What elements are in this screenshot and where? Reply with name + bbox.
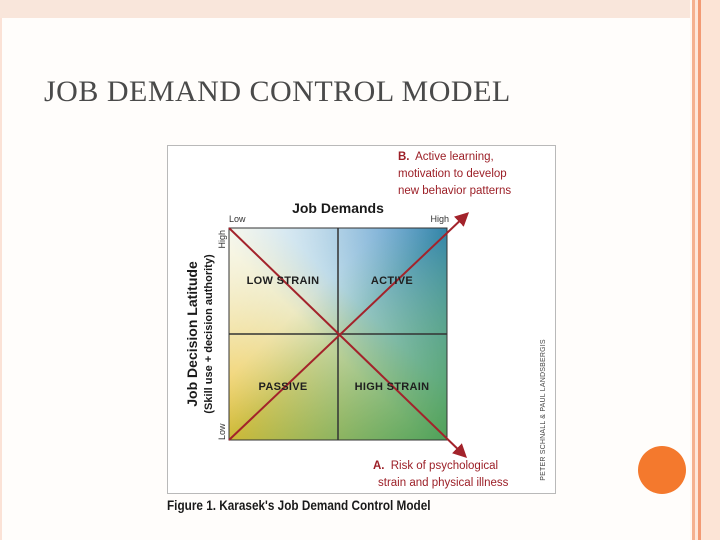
y-axis-title: Job Decision Latitude [184,261,200,407]
annotation-b: B. Active learning, motivation to develo… [398,151,511,197]
top-decorative-band [0,0,690,18]
annotation-b-line2: motivation to develop [398,168,507,180]
x-axis-low-label: Low [229,214,246,224]
orange-accent-circle [638,446,686,494]
quadrant-label-low-strain: LOW STRAIN [247,275,320,287]
y-axis-high-label: High [217,230,227,249]
annotation-a-line1: Risk of psychological [391,460,498,472]
figure-credit: PETER SCHNALL & PAUL LANDSBERGIS [540,339,547,481]
x-axis-title: Job Demands [292,200,384,216]
quadrant-label-active: ACTIVE [371,275,413,287]
quadrant-label-high-strain: HIGH STRAIN [355,381,430,393]
quadrant-label-passive: PASSIVE [259,381,308,393]
annotation-b-line1: Active learning, [415,151,494,163]
y-axis-subtitle: (Skill use + decision authority) [203,254,215,414]
x-axis-high-label: High [430,214,449,224]
right-decorative-stripes [690,0,720,540]
annotation-a: A. Risk of psychological strain and phys… [373,460,509,489]
figure-caption: Figure 1. Karasek's Job Demand Control M… [167,497,431,513]
diagonal-arrow-b [228,212,470,441]
diagonal-arrow-a [228,227,468,458]
y-axis-low-label: Low [217,423,227,440]
svg-text:A. Risk of psychological: A. Risk of psychological [373,460,498,472]
svg-text:B. Active learning,: B. Active learning, [398,151,494,163]
annotation-a-letter: A. [373,460,385,472]
left-decorative-edge [0,18,2,540]
annotation-b-letter: B. [398,151,410,163]
slide-title: JOB DEMAND CONTROL MODEL [44,75,511,108]
annotation-b-line3: new behavior patterns [398,185,511,197]
annotation-a-line2: strain and physical illness [378,477,509,489]
